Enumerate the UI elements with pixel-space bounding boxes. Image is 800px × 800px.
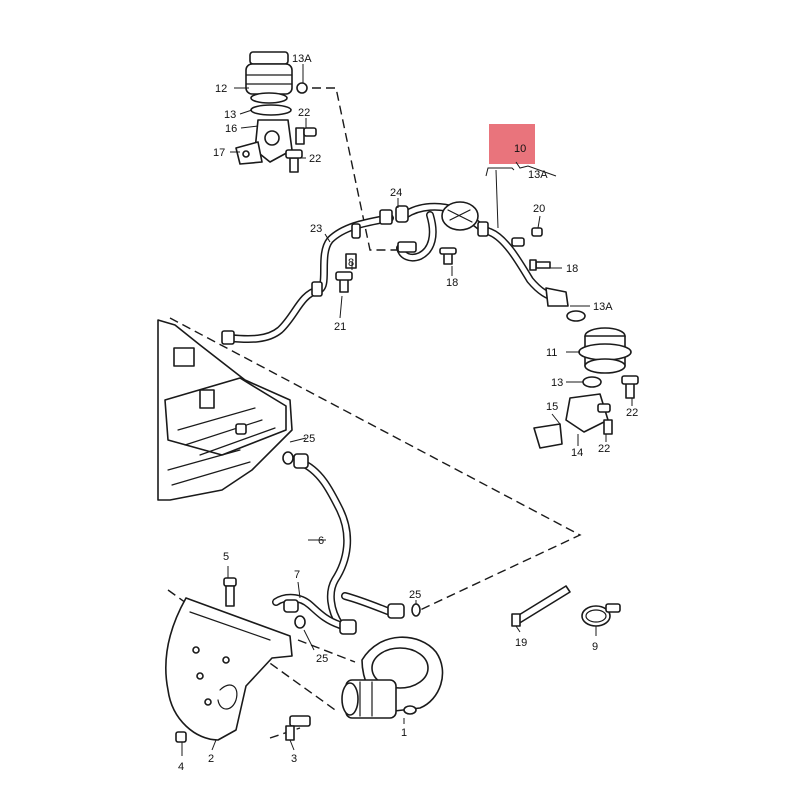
callout-12: 12 [215, 83, 227, 95]
callout-10: 10 [514, 143, 526, 155]
callout-16: 16 [225, 123, 237, 135]
callout-22-b: 22 [309, 153, 321, 165]
callout-8: 8 [348, 257, 354, 269]
callout-2: 2 [208, 753, 214, 765]
callout-17: 17 [213, 147, 225, 159]
callout-22-a: 22 [298, 107, 310, 119]
callout-13a-top: 13A [292, 53, 312, 65]
hose-clamp-9 [581, 603, 621, 627]
callout-22-c: 22 [626, 407, 638, 419]
callout-23: 23 [310, 223, 322, 235]
hose-23 [221, 209, 394, 345]
leader-lines [181, 64, 633, 756]
callout-19: 19 [515, 637, 527, 649]
callout-13a-mid: 13A [593, 301, 613, 313]
callout-14: 14 [571, 447, 583, 459]
callout-6: 6 [318, 535, 324, 547]
callout-25-b: 25 [409, 589, 421, 601]
callout-24: 24 [390, 187, 402, 199]
callout-3: 3 [291, 753, 297, 765]
hose-7 [272, 592, 421, 635]
upper-combination-valve [235, 51, 317, 173]
callout-20: 20 [533, 203, 545, 215]
callout-18-mid: 18 [446, 277, 458, 289]
callout-18-right: 18 [566, 263, 578, 275]
callout-21: 21 [334, 321, 346, 333]
hose-6 [282, 451, 352, 629]
pipe-10 [335, 201, 569, 307]
highlight-box-item-10 [489, 124, 535, 164]
secondary-air-pump [341, 636, 444, 719]
callout-13-left: 13 [224, 109, 236, 121]
callout-4: 4 [178, 761, 184, 773]
cable-tie-19 [511, 585, 571, 627]
callout-7: 7 [294, 569, 300, 581]
callout-13a-bracket: 13A [528, 169, 548, 181]
callout-25-a: 25 [303, 433, 315, 445]
callout-22-d: 22 [598, 443, 610, 455]
callout-25-c: 25 [316, 653, 328, 665]
callout-11: 11 [546, 347, 557, 359]
callout-15: 15 [546, 401, 558, 413]
callout-13-right: 13 [551, 377, 563, 389]
pump-bracket [165, 577, 311, 743]
callout-5: 5 [223, 551, 229, 563]
engine-intake-silhouette [157, 319, 293, 501]
right-combination-valve [533, 310, 639, 449]
callout-1: 1 [401, 727, 407, 739]
callout-labels: 13A 12 13 22 16 17 22 10 13A 24 20 23 8 … [178, 53, 638, 773]
callout-9: 9 [592, 641, 598, 653]
